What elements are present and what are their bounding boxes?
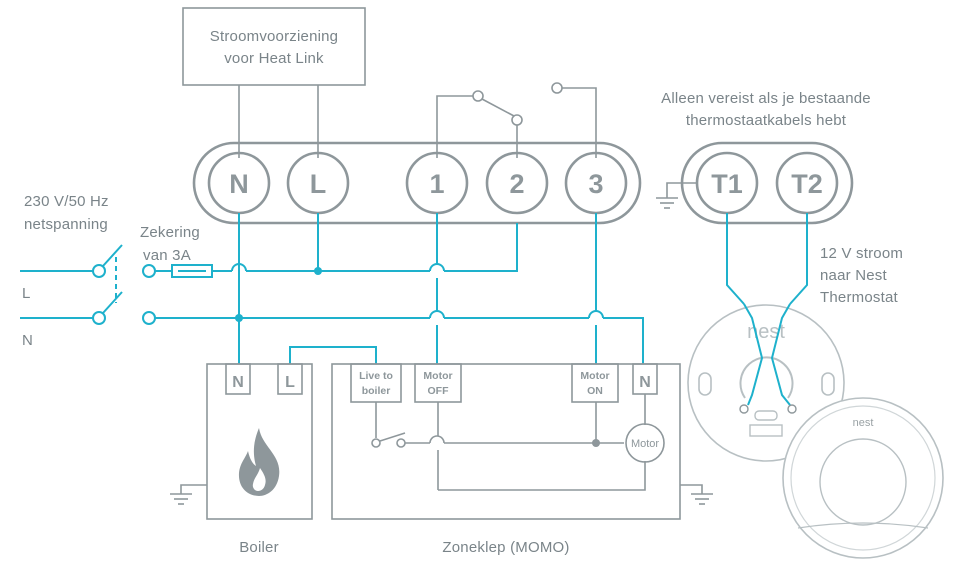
motor-off-label-1: Motor [423, 370, 452, 382]
nest-wire-2 [770, 303, 791, 406]
live-label-2: boiler [362, 385, 391, 397]
motor-symbol [625, 423, 665, 463]
wire-live-to-boiler [289, 346, 377, 364]
motor-off-label-2: OFF [428, 385, 450, 397]
base-plate-arc [739, 356, 794, 399]
nest-wire-1 [743, 303, 764, 406]
terminal-3-label: 3 [588, 169, 603, 199]
mains-n-label: N [22, 332, 33, 349]
ground-symbol-zone [680, 484, 713, 505]
power-supply-label-2: voor Heat Link [224, 50, 324, 67]
terminal-n-label: N [229, 169, 249, 199]
fuse-label-2: van 3A [143, 247, 191, 264]
live-label-1: Live to [359, 370, 393, 382]
zone-valve-label: Zoneklep (MOMO) [442, 539, 569, 556]
boiler-l-label: L [285, 374, 295, 391]
mains-label-1: 230 V/50 Hz [24, 193, 109, 210]
wire-t2 [789, 213, 808, 305]
terminal-motor-on [571, 363, 619, 403]
ground-symbol-thermostat [656, 182, 697, 209]
nest-thermostat-screen [819, 438, 907, 526]
terminal-t2-label: T2 [791, 169, 823, 199]
base-plate-connector [749, 424, 783, 437]
boiler-label: Boiler [239, 539, 279, 556]
boiler-terminal-l [277, 363, 303, 395]
motor-label: Motor [631, 438, 659, 450]
base-plate-slot-right [821, 372, 835, 396]
nest-display-logo: nest [853, 417, 874, 429]
power-supply-label-1: Stroomvoorziening [210, 28, 338, 45]
terminal-2 [485, 151, 549, 215]
flame-icon-inner [252, 468, 266, 491]
boiler-terminal-n [225, 363, 251, 395]
junction-l [314, 267, 322, 275]
thermostat-terminal-block [680, 141, 854, 225]
optional-note-1: Alleen vereist als je bestaande [661, 90, 871, 107]
mains-l-wire [20, 223, 518, 278]
nest-thermostat-bezel [797, 522, 929, 529]
nest-thermostat [782, 397, 944, 559]
terminal-t1-label: T1 [711, 169, 743, 199]
base-plate-slot-left [698, 372, 712, 396]
thermostat-power-1: 12 V stroom [820, 245, 903, 262]
heat-link-terminal-block [192, 141, 642, 225]
boiler-n-label: N [232, 374, 244, 391]
terminal-switch [436, 82, 597, 158]
thermostat-power-3: Thermostat [820, 289, 898, 306]
terminal-1-label: 1 [429, 169, 444, 199]
mains-label-2: netspanning [24, 216, 108, 233]
wire-t1 [726, 213, 745, 305]
zone-valve-box [331, 363, 681, 520]
base-plate-screw-left [739, 404, 749, 414]
base-plate-screw-right [787, 404, 797, 414]
base-plate-level [754, 410, 778, 421]
junction-n [235, 314, 243, 322]
power-supply-box [182, 7, 366, 86]
optional-note-2: thermostaatkabels hebt [686, 112, 847, 129]
zone-valve-internal-wiring [371, 394, 646, 491]
boiler-box [206, 363, 313, 520]
thermostat-power-2: naar Nest [820, 267, 887, 284]
nest-thermostat-ring [790, 405, 936, 551]
flame-icon [238, 428, 280, 496]
zone-n-label: N [639, 374, 651, 391]
motor-on-label-2: ON [587, 385, 603, 397]
terminal-l-label: L [310, 169, 327, 199]
ground-symbol-boiler [170, 484, 207, 505]
motor-on-label-1: Motor [580, 370, 609, 382]
mains-l-label: L [22, 285, 31, 302]
mains-n-wire [20, 291, 644, 364]
terminal-2-label: 2 [509, 169, 524, 199]
fuse-label-1: Zekering [140, 224, 200, 241]
